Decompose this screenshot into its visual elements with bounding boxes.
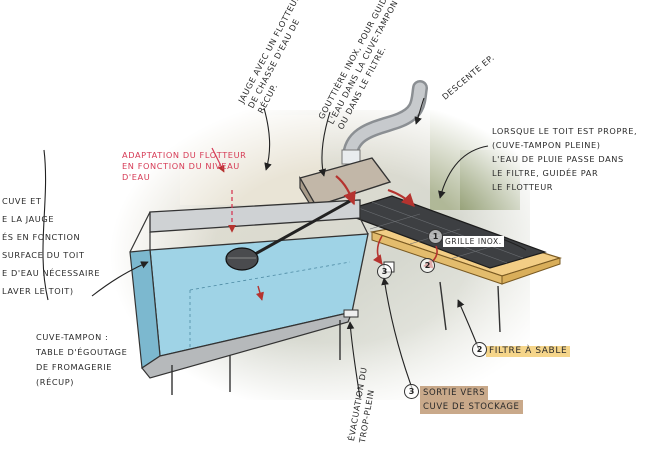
note-toit-propre-line: LE FILTRE, GUIDÉE PAR: [492, 168, 599, 178]
note-sortie-line: CUVE DE STOCKAGE: [420, 400, 523, 414]
flow-arrows: [211, 147, 438, 301]
note-adaptation-line: EN FONCTION DU NIVEAU: [122, 161, 240, 171]
note-sortie-stockage: SORTIE VERS CUVE DE STOCKAGE: [420, 386, 523, 414]
marker-two: 2: [420, 258, 435, 273]
note-adaptation-line: ADAPTATION DU FLOTTEUR: [122, 150, 247, 160]
note-toit-propre: LORSQUE LE TOIT EST PROPRE, (CUVE-TAMPON…: [492, 124, 637, 194]
leader-lines: [42, 97, 527, 399]
note-adaptation-line: D'EAU: [122, 172, 151, 182]
note-left-cut-line: ÉS EN FONCTION: [2, 232, 81, 242]
note-cuve-tampon-line: CUVE-TAMPON :: [36, 332, 109, 342]
note-grille-label: GRILLE INOX.: [445, 237, 502, 246]
note-cuve-tampon-line: (RÉCUP): [36, 377, 75, 387]
note-left-cut: CUVE ET E LA JAUGE ÉS EN FONCTION SURFAC…: [2, 192, 100, 300]
note-toit-propre-line: L'EAU DE PLUIE PASSE DANS: [492, 154, 624, 164]
note-filtre-label: FILTRE À SABLE: [486, 346, 571, 357]
marker-sortie-three: 3: [404, 384, 419, 399]
note-grille-inox: GRILLE INOX.: [443, 236, 504, 247]
note-adaptation-flotteur: ADAPTATION DU FLOTTEUR EN FONCTION DU NI…: [122, 150, 246, 183]
note-sortie-line: SORTIE VERS: [420, 386, 489, 400]
note-left-cut-line: E LA JAUGE: [2, 214, 55, 224]
marker-three: 3: [377, 264, 392, 279]
note-left-cut-line: CUVE ET: [2, 196, 42, 206]
note-cuve-tampon: CUVE-TAMPON : TABLE D'ÉGOUTAGE DE FROMAG…: [36, 330, 127, 390]
note-left-cut-line: SURFACE DU TOIT: [2, 250, 85, 260]
marker-filtre-two: 2: [472, 342, 487, 357]
note-left-cut-line: E D'EAU NÉCESSAIRE: [2, 268, 101, 278]
descente-pipe: [341, 80, 428, 166]
note-filtre-a-sable: FILTRE À SABLE: [486, 346, 571, 357]
marker-one: 1: [428, 229, 443, 244]
flotteur: [225, 198, 353, 271]
note-cuve-tampon-line: DE FROMAGERIE: [36, 362, 113, 372]
note-toit-propre-line: (CUVE-TAMPON PLEINE): [492, 140, 601, 150]
note-toit-propre-line: LORSQUE LE TOIT EST PROPRE,: [492, 126, 638, 136]
note-cuve-tampon-line: TABLE D'ÉGOUTAGE: [36, 347, 128, 357]
note-toit-propre-line: LE FLOTTEUR: [492, 182, 554, 192]
note-left-cut-line: LAVER LE TOIT): [2, 286, 74, 296]
